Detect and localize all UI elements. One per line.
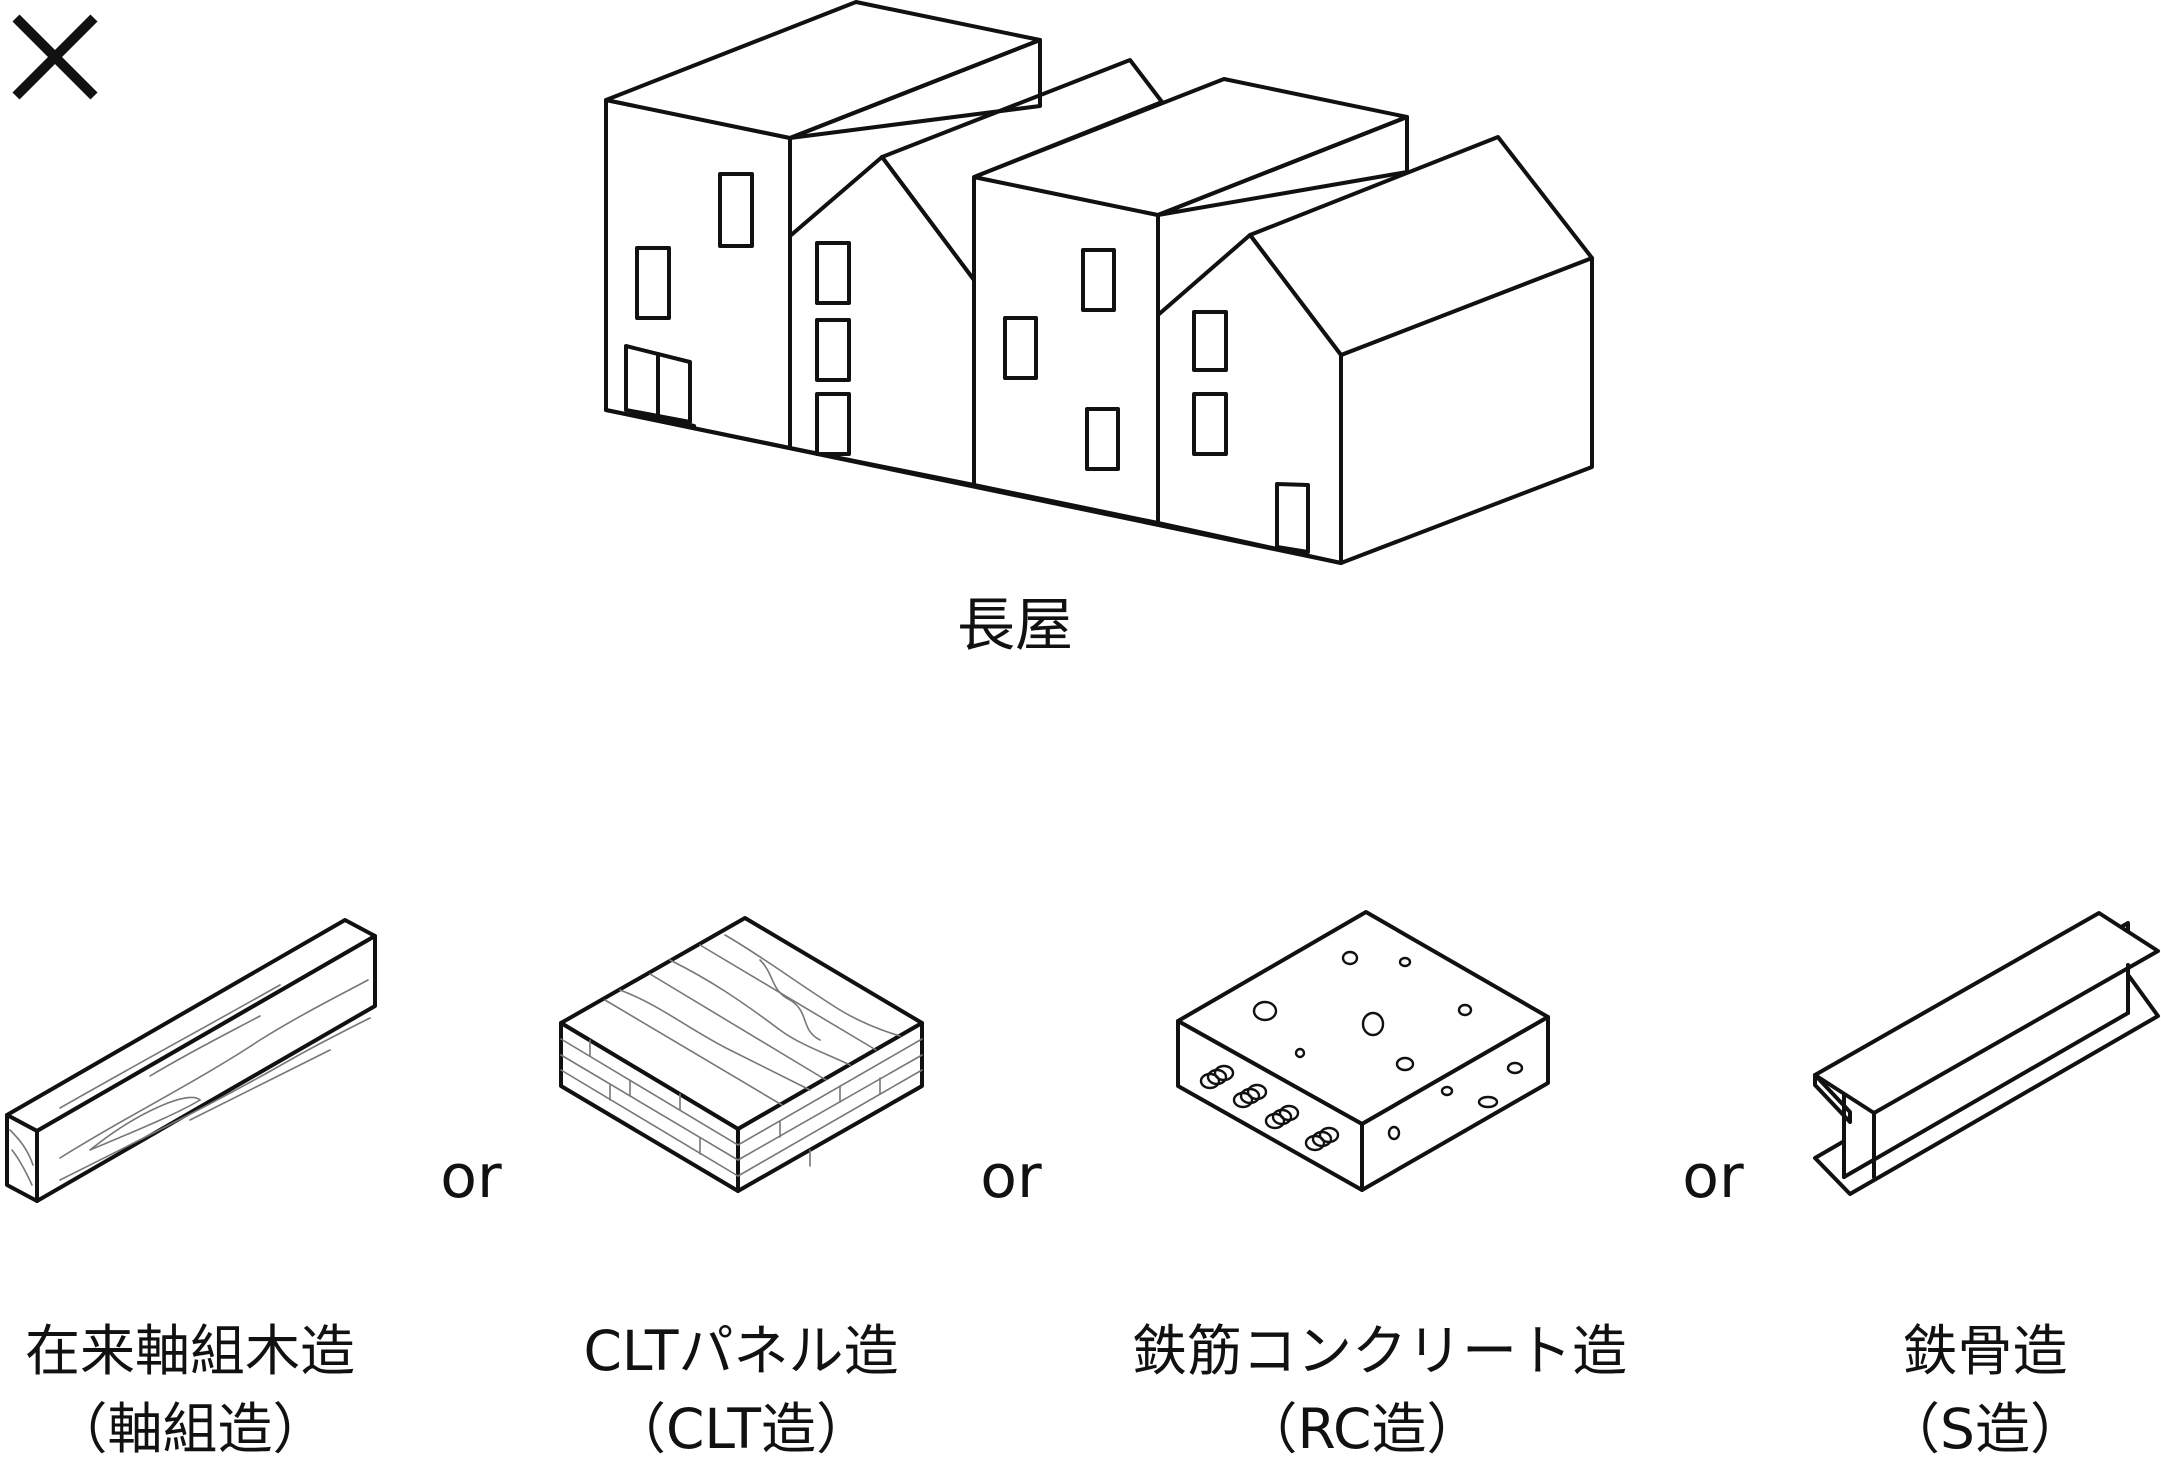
caption-line1: 鉄筋コンクリート造 xyxy=(1132,1319,1628,1383)
door xyxy=(1275,482,1310,554)
window xyxy=(1081,248,1116,312)
clt-panel-icon xyxy=(559,916,924,1193)
window xyxy=(1192,392,1228,456)
window xyxy=(815,241,851,305)
window xyxy=(815,318,851,382)
concrete-block-icon xyxy=(1176,910,1550,1192)
caption-timber-frame: 在来軸組木造 （軸組造） xyxy=(0,1312,420,1468)
caption-line2: （S造） xyxy=(1885,1397,2085,1461)
multiply-icon xyxy=(0,0,110,110)
caption-line1: 在来軸組木造 xyxy=(24,1319,355,1383)
caption-line2: （軸組造） xyxy=(52,1397,328,1461)
or-label-1: or xyxy=(440,1142,502,1212)
house-1-side xyxy=(788,38,1042,140)
caption-line2: （RC造） xyxy=(1242,1397,1482,1461)
house-3-side xyxy=(1156,115,1409,217)
or-label-2: or xyxy=(980,1142,1042,1212)
block-right xyxy=(1360,1015,1550,1192)
top-flange xyxy=(1813,911,2160,1115)
house-3-front xyxy=(972,175,1160,525)
caption-rc: 鉄筋コンクリート造 （RC造） xyxy=(1132,1312,1628,1468)
window xyxy=(1003,316,1038,380)
window xyxy=(1085,407,1120,471)
top-flange-edge xyxy=(1813,1073,1852,1124)
title-label: 長屋 xyxy=(956,591,1073,659)
rowhouse-icon xyxy=(604,0,1594,565)
caption-line2: （CLT造） xyxy=(610,1397,872,1461)
caption-line1: 鉄骨造 xyxy=(1902,1319,2068,1383)
beam-end xyxy=(5,1113,39,1203)
window xyxy=(635,246,671,320)
window xyxy=(815,392,851,456)
or-label-3: or xyxy=(1682,1142,1744,1212)
window xyxy=(718,172,754,248)
window xyxy=(1192,310,1228,372)
caption-clt: CLTパネル造 （CLT造） xyxy=(511,1312,971,1468)
timber-beam-icon xyxy=(5,918,377,1203)
caption-steel: 鉄骨造 （S造） xyxy=(1755,1312,2161,1468)
caption-line1: CLTパネル造 xyxy=(583,1319,899,1383)
h-steel-beam-icon xyxy=(1813,911,2160,1196)
